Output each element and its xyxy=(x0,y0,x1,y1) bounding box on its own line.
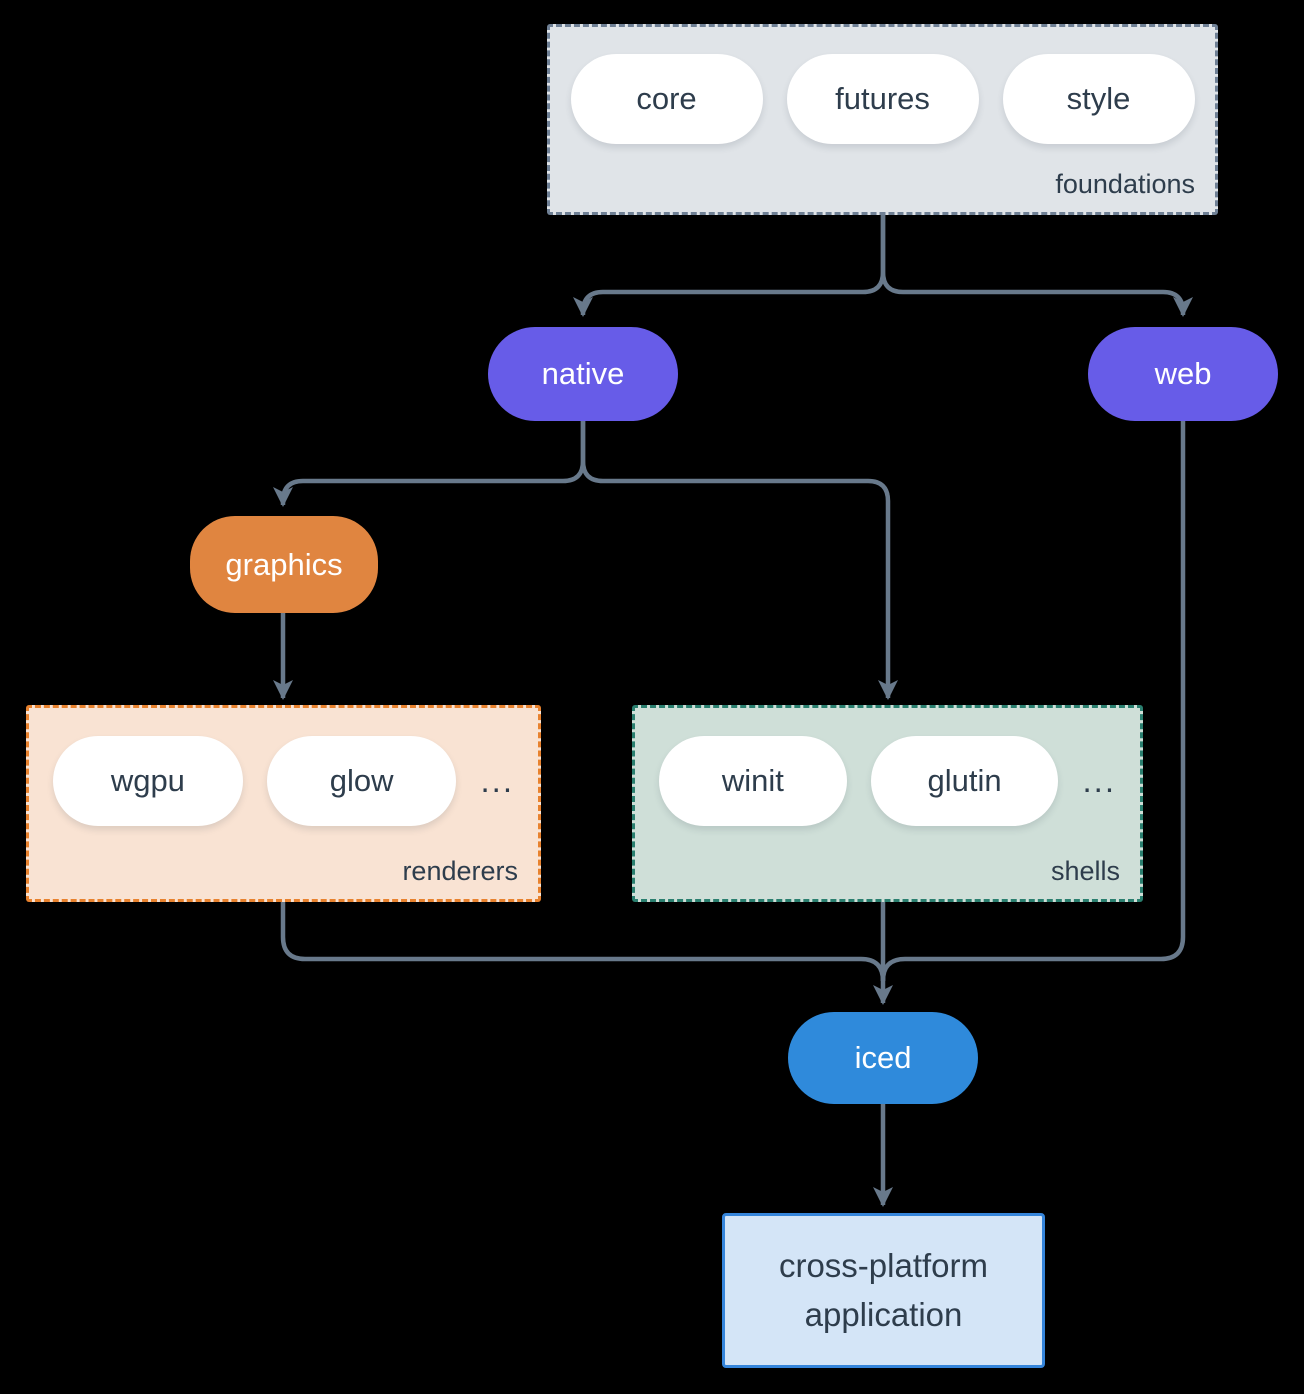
renderers-label: renderers xyxy=(402,856,518,886)
foundations-group: core futures style foundations xyxy=(547,24,1218,215)
edge-foundations-to-native xyxy=(573,215,886,317)
node-cross-platform-application: cross-platform application xyxy=(722,1213,1045,1368)
renderers-pill-row: wgpu glow ... xyxy=(29,708,538,826)
node-web: web xyxy=(1088,327,1278,421)
renderers-ellipsis: ... xyxy=(480,762,514,799)
edge-foundations-to-web xyxy=(880,215,1193,317)
edge-native-to-graphics xyxy=(273,421,586,507)
edge-renderers-to-iced xyxy=(280,902,886,982)
renderers-group: wgpu glow ... renderers xyxy=(26,705,541,902)
node-winit: winit xyxy=(659,736,847,826)
node-graphics: graphics xyxy=(190,516,378,613)
shells-group: winit glutin ... shells xyxy=(632,705,1143,902)
shells-pill-row: winit glutin ... xyxy=(635,708,1140,826)
shells-label: shells xyxy=(1050,856,1120,886)
edge-web-to-iced xyxy=(880,421,1186,982)
foundations-label: foundations xyxy=(1055,169,1195,199)
node-style: style xyxy=(1002,54,1195,144)
node-glow: glow xyxy=(266,736,457,826)
foundations-pill-row: core futures style xyxy=(550,27,1215,144)
node-wgpu: wgpu xyxy=(53,736,243,826)
shells-ellipsis: ... xyxy=(1082,762,1116,799)
application-label-line2: application xyxy=(804,1296,963,1333)
node-glutin: glutin xyxy=(870,736,1059,826)
node-futures: futures xyxy=(786,54,979,144)
node-native: native xyxy=(488,327,678,421)
node-core: core xyxy=(570,54,763,144)
application-label-line1: cross-platform xyxy=(778,1247,989,1284)
node-iced: iced xyxy=(788,1012,978,1104)
edge-native-to-shells xyxy=(580,421,898,700)
